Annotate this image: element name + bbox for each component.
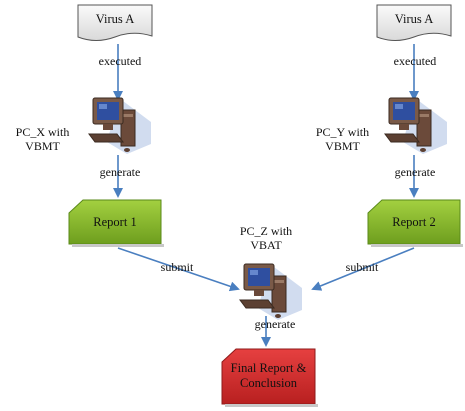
virus-a-left-document — [77, 4, 153, 41]
generate-center-label: generate — [254, 317, 296, 331]
pc-x-computer-icon — [88, 97, 152, 155]
report-2-label: Report 2 — [392, 214, 436, 229]
arrow-report1-to-pc-z — [117, 247, 240, 292]
final-report-label-line2: Conclusion — [240, 376, 297, 390]
arrow-report2-to-pc-z — [311, 247, 415, 291]
submit-right-label: submit — [345, 260, 379, 274]
final-report-box — [221, 348, 318, 407]
report-1-label: Report 1 — [93, 214, 137, 229]
report-2-box — [367, 199, 463, 247]
virus-a-left-label: Virus A — [95, 11, 135, 26]
generate-right-label: generate — [394, 165, 436, 179]
pc-z-label-line2: VBAT — [250, 238, 282, 252]
arrows — [113, 44, 419, 347]
pc-y-label-line1: PC_Y with — [315, 125, 370, 139]
generate-left-label: generate — [99, 165, 141, 179]
executed-right-label: executed — [393, 54, 437, 68]
report-1-box — [68, 199, 164, 247]
pc-x-label-line1: PC_X with — [15, 125, 70, 139]
final-report-label-line1: Final Report & — [230, 361, 307, 375]
submit-left-label: submit — [160, 260, 194, 274]
virus-a-right-label: Virus A — [394, 11, 434, 26]
executed-left-label: executed — [98, 54, 142, 68]
pc-z-label-line1: PC_Z with — [239, 224, 293, 238]
pc-x-label-line2: VBMT — [25, 139, 60, 153]
virus-a-right-document — [376, 4, 452, 41]
pc-y-computer-icon — [384, 97, 448, 155]
pc-y-label-line2: VBMT — [325, 139, 360, 153]
pc-z-computer-icon — [239, 263, 303, 321]
